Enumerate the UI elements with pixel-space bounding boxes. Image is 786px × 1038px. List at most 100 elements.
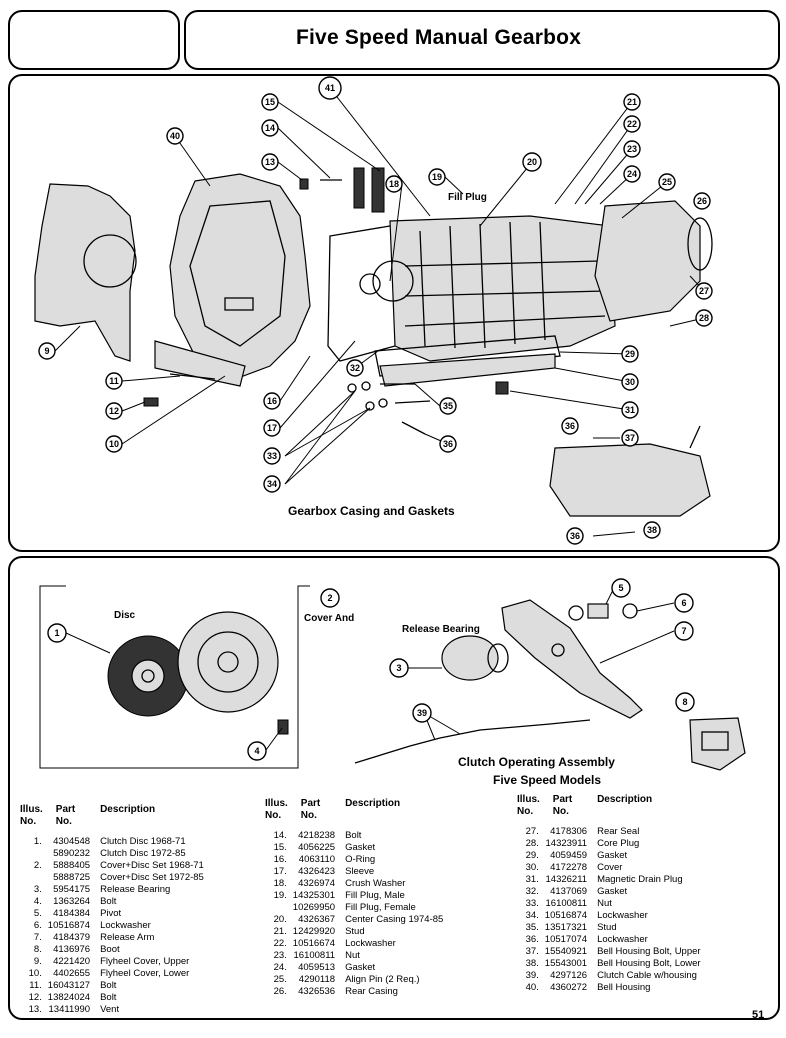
- drain-plug: [495, 381, 509, 395]
- top-callouts: 41 15 14 13 40 18 19 20 21 22 23 24 25 2…: [38, 76, 713, 545]
- svg-text:31: 31: [625, 405, 635, 415]
- rear-casing: [594, 200, 701, 322]
- part-description: Crush Washer: [345, 878, 406, 889]
- callout-30: 30: [621, 373, 639, 391]
- svg-text:36: 36: [565, 421, 575, 431]
- callout-2: 2: [320, 588, 340, 608]
- callout-6: 6: [674, 593, 694, 613]
- no-header: No.: [517, 806, 534, 817]
- svg-text:12: 12: [109, 406, 119, 416]
- flywheel-cover-lower: [154, 340, 246, 387]
- cover-and-label: Cover And: [304, 613, 355, 624]
- callout-1: 1: [47, 623, 67, 643]
- svg-text:8: 8: [682, 697, 687, 707]
- callout-31: 31: [621, 401, 639, 419]
- part-description: Gasket: [597, 850, 628, 861]
- part-number: 12429920: [292, 926, 336, 937]
- svg-text:27: 27: [699, 286, 709, 296]
- part-number: 16100811: [545, 898, 588, 909]
- boot: [689, 717, 746, 771]
- part-number: 4059459: [550, 850, 588, 861]
- callout-8: 8: [675, 692, 695, 712]
- clutch-parts-panel: 1 2 3 4 5 6 7 8 39 Disc Cover And Releas…: [8, 556, 780, 1020]
- part-description: Center Casing 1974-85: [345, 914, 444, 925]
- illus-number: 17.: [273, 866, 287, 877]
- svg-text:28: 28: [699, 313, 709, 323]
- svg-text:30: 30: [625, 377, 635, 387]
- illus-number: 26.: [273, 986, 287, 997]
- part-description: Bolt: [345, 830, 362, 841]
- gearbox-casing-panel: 41 15 14 13 40 18 19 20 21 22 23 24 25 2…: [8, 74, 780, 552]
- part-number: 4304548: [53, 836, 91, 847]
- no-header: No.: [20, 816, 37, 827]
- no-header: No.: [265, 810, 282, 821]
- callout-11: 11: [105, 372, 123, 390]
- gearbox-exploded-diagram: 41 15 14 13 40 18 19 20 21 22 23 24 25 2…: [34, 76, 713, 545]
- part-number: 10516874: [47, 920, 91, 931]
- center-casing: [389, 215, 616, 362]
- illus-number: 29.: [525, 850, 539, 861]
- part-description: Fill Plug, Male: [345, 890, 405, 901]
- part-number: 4172278: [550, 862, 588, 873]
- illus-number: 19.: [273, 890, 287, 901]
- callout-7: 7: [674, 621, 694, 641]
- part-description: Nut: [597, 898, 612, 909]
- part-number: 15543001: [544, 958, 588, 969]
- part-description: Gasket: [345, 962, 376, 973]
- clutch-caption-line1: Clutch Operating Assembly: [458, 755, 615, 769]
- part-description: Clutch Cable w/housing: [597, 970, 697, 981]
- callout-13: 13: [261, 153, 279, 171]
- part-number: 15540921: [544, 946, 588, 957]
- part-number: 4360272: [550, 982, 588, 993]
- description-header: Description: [597, 794, 653, 805]
- illus-number: 16.: [273, 854, 287, 865]
- illus-number: 25.: [273, 974, 287, 985]
- svg-text:2: 2: [327, 593, 332, 603]
- svg-text:23: 23: [627, 144, 637, 154]
- part-no-header: No.: [55, 816, 72, 827]
- svg-text:20: 20: [527, 157, 537, 167]
- part-number: 4063110: [298, 854, 336, 865]
- illus-number: 34.: [525, 910, 539, 921]
- part-number: 13824024: [47, 992, 91, 1003]
- illus-number: 8.: [33, 944, 42, 955]
- part-description: Core Plug: [597, 838, 640, 849]
- part-description: Sleeve: [345, 866, 375, 877]
- disc-label: Disc: [114, 610, 136, 621]
- part-description: Bolt: [100, 992, 117, 1003]
- illus-number: 24.: [273, 962, 287, 973]
- part-description: Cover+Disc Set 1972-85: [100, 872, 204, 883]
- illus-number: 20.: [273, 914, 287, 925]
- part-number: 4297126: [550, 970, 588, 981]
- callout-22: 22: [623, 115, 641, 133]
- bottom-callouts: 1 2 3 4 5 6 7 8 39: [47, 578, 695, 761]
- part-number: 5890232: [53, 848, 91, 859]
- part-header: Part: [552, 794, 573, 805]
- callout-41: 41: [318, 76, 342, 100]
- callout-32: 32: [346, 359, 364, 377]
- part-number: 10516674: [292, 938, 336, 949]
- illus-number: 6.: [33, 920, 42, 931]
- bottom-gasket: [374, 335, 561, 377]
- callout-16: 16: [263, 392, 281, 410]
